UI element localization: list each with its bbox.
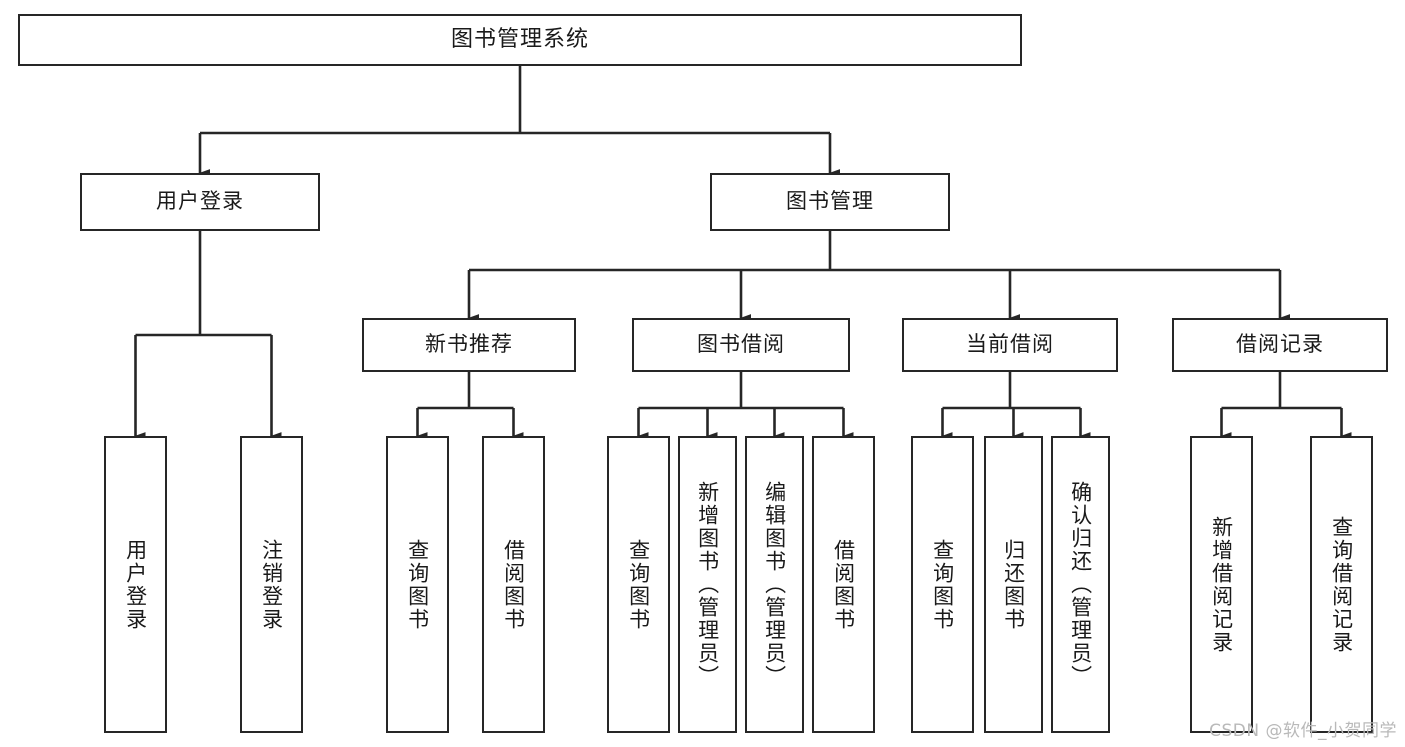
leaf-add-book-admin[interactable]: 新增图书（管理员） xyxy=(678,436,737,733)
node-root-book-management-system[interactable]: 图书管理系统 xyxy=(18,14,1022,66)
node-current-borrowing[interactable]: 当前借阅 xyxy=(902,318,1118,372)
leaf-edit-book-admin[interactable]: 编辑图书（管理员） xyxy=(745,436,804,733)
leaf-query-books-current[interactable]: 查询图书 xyxy=(911,436,974,733)
node-new-book-recommendation[interactable]: 新书推荐 xyxy=(362,318,576,372)
leaf-logout[interactable]: 注销登录 xyxy=(240,436,303,733)
leaf-query-books-recommendation[interactable]: 查询图书 xyxy=(386,436,449,733)
leaf-query-books-borrowing[interactable]: 查询图书 xyxy=(607,436,670,733)
leaf-confirm-return-admin[interactable]: 确认归还（管理员） xyxy=(1051,436,1110,733)
node-user-login[interactable]: 用户登录 xyxy=(80,173,320,231)
node-book-management[interactable]: 图书管理 xyxy=(710,173,950,231)
node-borrowing-record[interactable]: 借阅记录 xyxy=(1172,318,1388,372)
leaf-user-login[interactable]: 用户登录 xyxy=(104,436,167,733)
node-book-borrowing[interactable]: 图书借阅 xyxy=(632,318,850,372)
csdn-watermark: CSDN @软件_小贺同学 xyxy=(1209,721,1397,741)
leaf-add-borrowing-record[interactable]: 新增借阅记录 xyxy=(1190,436,1253,733)
leaf-return-book[interactable]: 归还图书 xyxy=(984,436,1043,733)
leaf-query-borrowing-record[interactable]: 查询借阅记录 xyxy=(1310,436,1373,733)
leaf-borrow-books-recommendation[interactable]: 借阅图书 xyxy=(482,436,545,733)
leaf-borrow-books-borrowing[interactable]: 借阅图书 xyxy=(812,436,875,733)
